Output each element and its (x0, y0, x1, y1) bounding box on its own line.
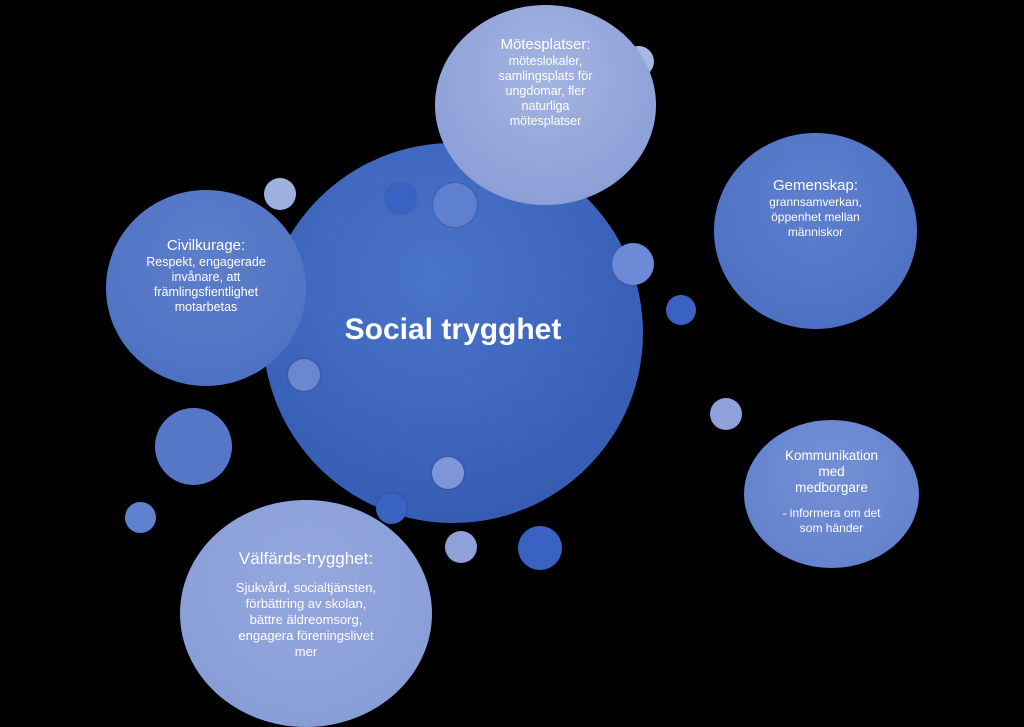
node-title-line: Kommunikation (784, 448, 879, 463)
node-motesplatser: Mötesplatser: möteslokaler, samlingsplat… (435, 5, 656, 205)
dot-left-large (155, 408, 232, 485)
dot-lower-center-c (445, 531, 477, 563)
node-line: främlingsfientlighet (153, 284, 259, 299)
center-title: Social trygghet (344, 313, 562, 346)
dot-lower-center-b (376, 493, 407, 524)
node-title: Kommunikation med medborgare (785, 448, 878, 496)
node-body: grannsamverkan, öppenhet mellan människo… (769, 195, 862, 240)
node-title-line: medborgare (795, 480, 868, 495)
node-line: mer (294, 643, 318, 659)
dot-left-a (288, 359, 320, 391)
node-valfard: Välfärds-trygghet: Sjukvård, socialtjäns… (180, 500, 432, 727)
dot-lower-center-a (432, 457, 464, 489)
node-line: möteslokaler, (508, 54, 583, 68)
node-line: Respekt, engagerade (146, 254, 266, 269)
node-body: möteslokaler, samlingsplats för ungdomar… (499, 54, 593, 129)
node-body: Sjukvård, socialtjänsten, förbättring av… (236, 580, 376, 660)
node-gemenskap: Gemenskap: grannsamverkan, öppenhet mell… (714, 133, 917, 329)
node-line: motarbetas (174, 299, 238, 314)
node-body: Respekt, engagerade invånare, att främli… (146, 255, 266, 315)
dot-upper-center-a (385, 183, 416, 214)
node-title: Gemenskap: (772, 177, 859, 194)
node-body: - informera om det som händer (782, 506, 880, 536)
node-line: människor (787, 225, 844, 239)
node-title: Mötesplatser: (500, 36, 591, 53)
node-line: bättre äldreomsorg, (249, 611, 363, 627)
node-line: förbättring av skolan, (245, 595, 367, 611)
node-kommunikation: Kommunikation med medborgare - informera… (744, 420, 919, 568)
dot-lower-center-d (518, 526, 562, 570)
dot-right-c (710, 398, 742, 430)
node-line: ungdomar, fler (505, 84, 586, 98)
node-line: grannsamverkan, (769, 195, 862, 209)
dot-upper-center-b (433, 183, 477, 227)
node-civilkurage: Civilkurage: Respekt, engagerade invånar… (106, 190, 306, 386)
dot-right-b (666, 295, 696, 325)
dot-left-small (125, 502, 156, 533)
node-title: Civilkurage: (166, 236, 246, 254)
dot-right-a (612, 243, 654, 285)
node-line: - informera om det (782, 506, 881, 520)
node-line: naturliga (521, 99, 570, 113)
node-line: invånare, att (171, 269, 241, 284)
node-line: öppenhet mellan (771, 210, 860, 224)
node-line: mötesplatser (509, 114, 582, 128)
node-line: engagera föreningslivet (238, 627, 374, 643)
node-line: samlingsplats för (498, 69, 593, 83)
node-line: som händer (799, 521, 864, 535)
dot-top-left (264, 178, 296, 210)
node-title-line: med (818, 464, 845, 479)
node-title: Välfärds-trygghet: (238, 548, 374, 568)
node-line: Sjukvård, socialtjänsten, (235, 579, 377, 595)
